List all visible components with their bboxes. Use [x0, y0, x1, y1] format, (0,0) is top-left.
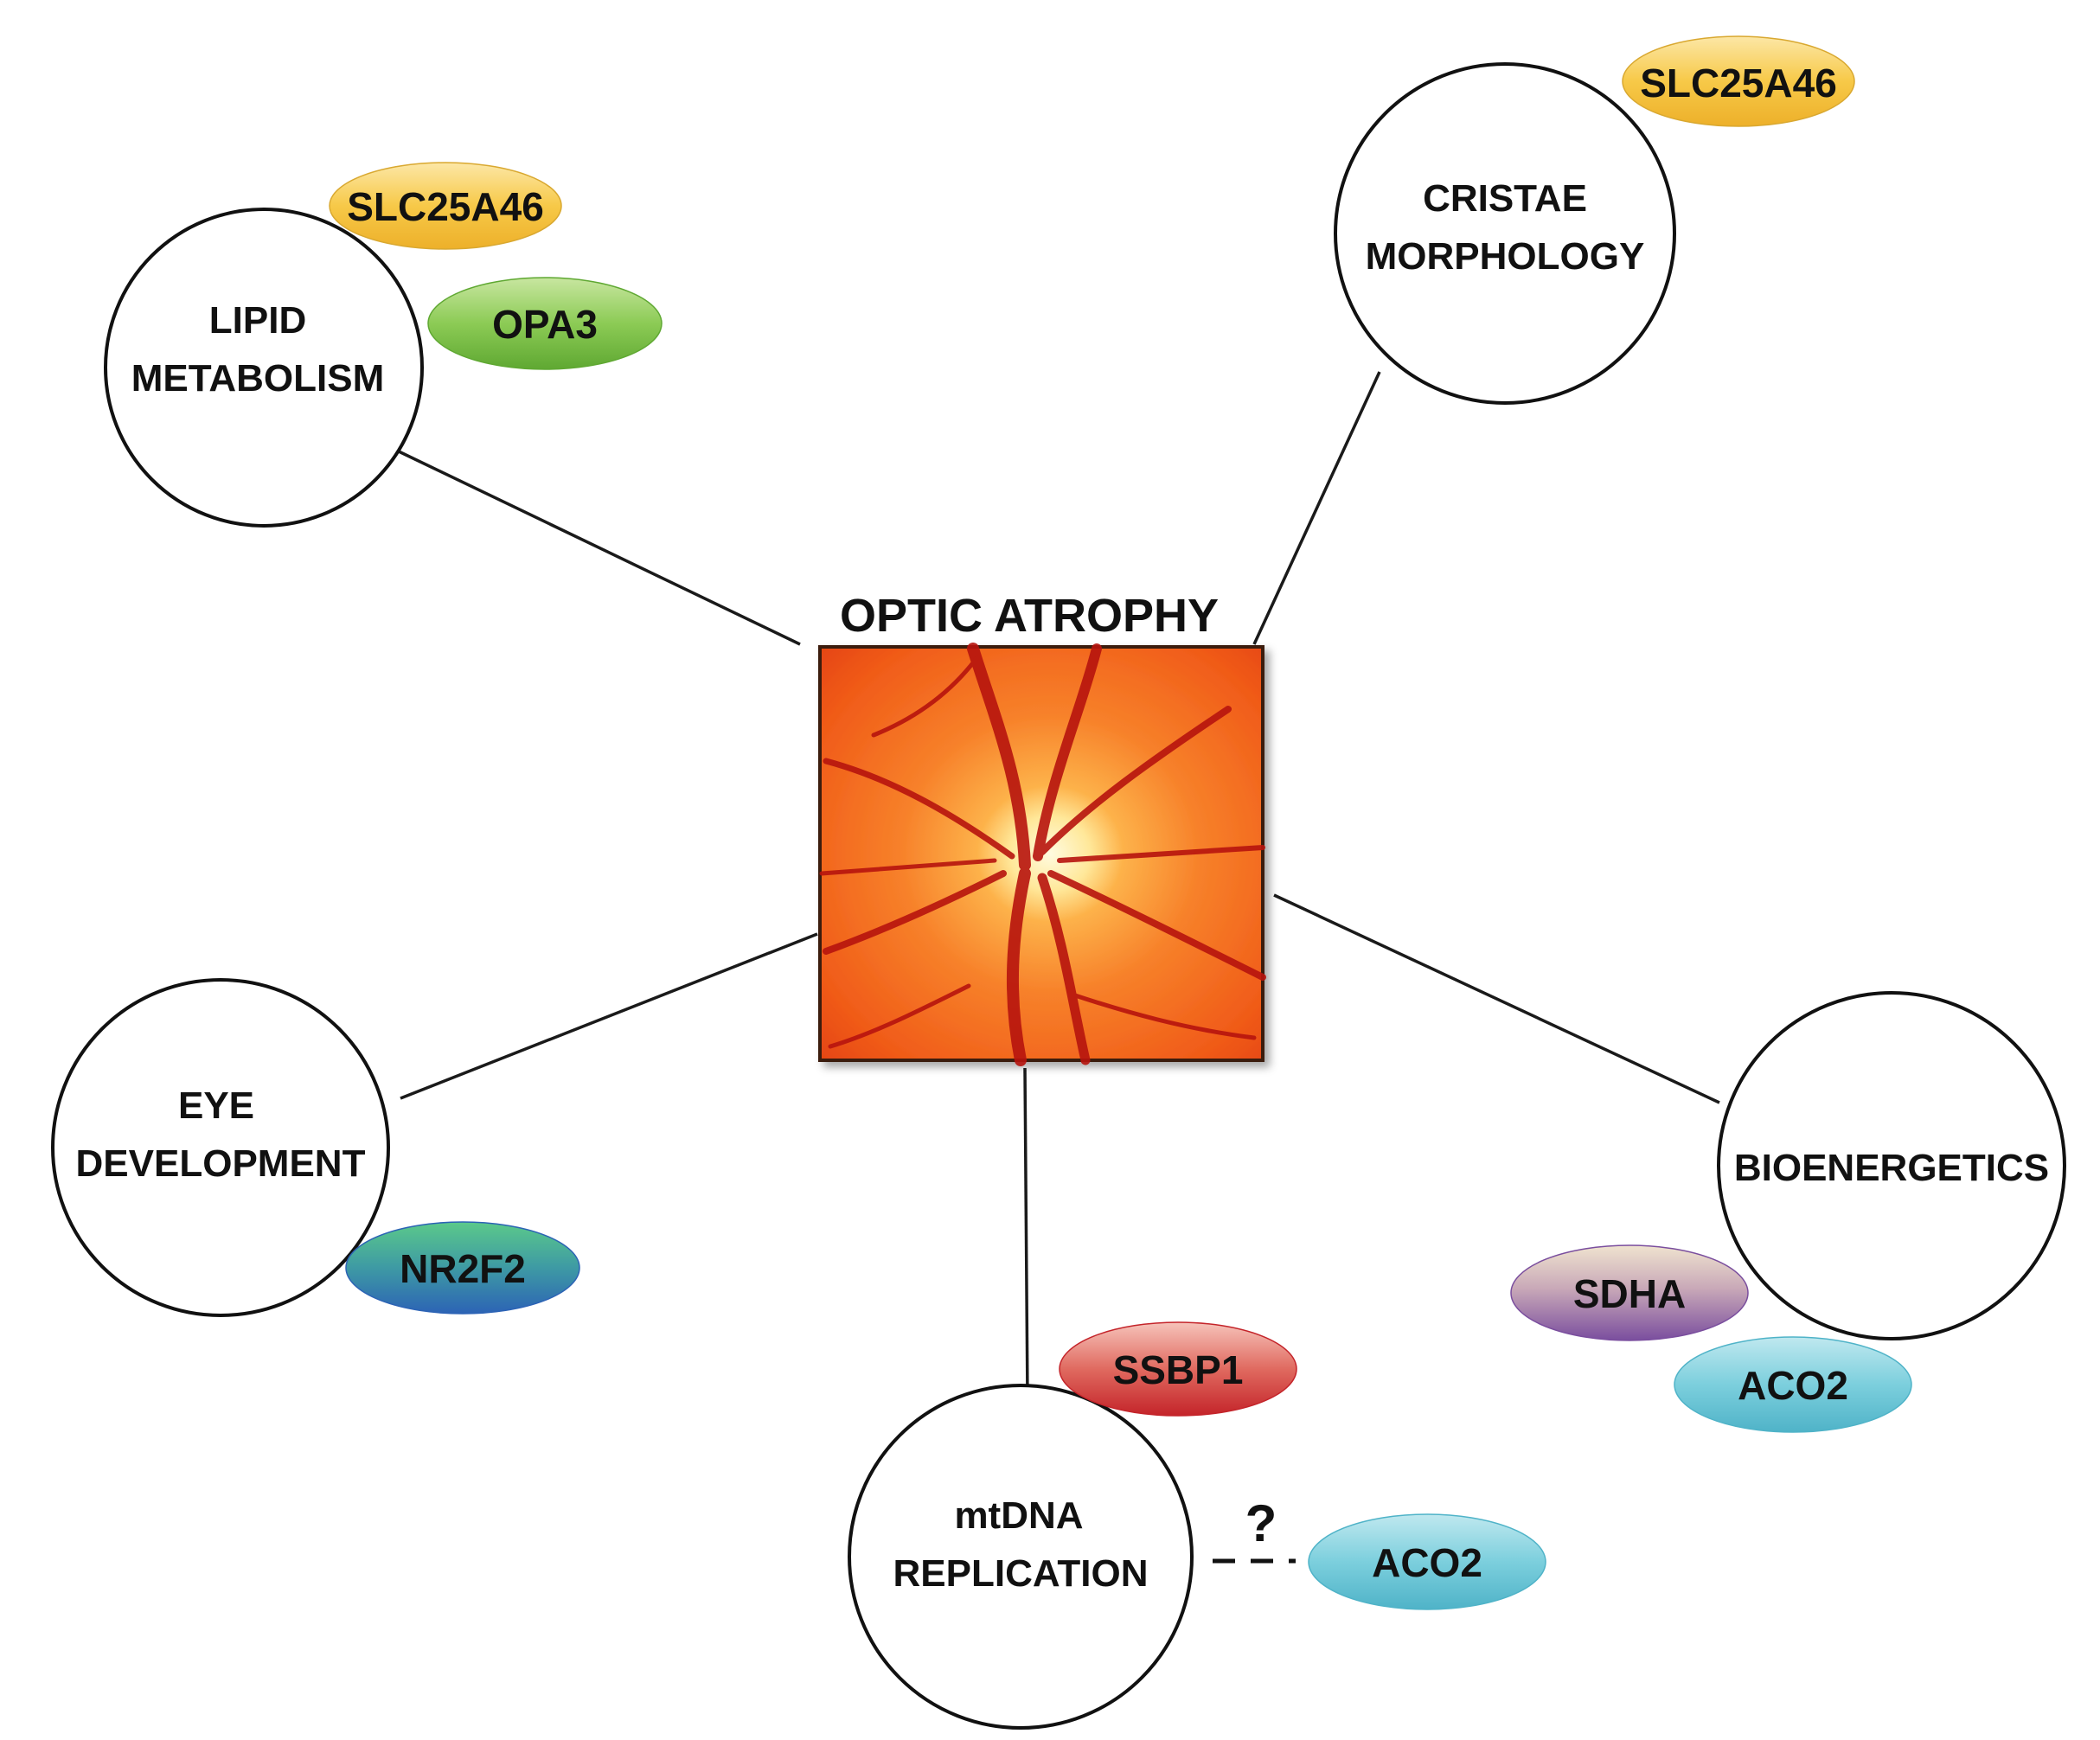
node-cristae-morphology: CRISTAE MORPHOLOGY: [1334, 62, 1676, 405]
eye-development-label-line1: EYE: [178, 1084, 254, 1127]
line-eye-development: [400, 932, 818, 1100]
retinal-vessels: [819, 643, 1266, 1066]
uncertain-link-question-mark: ?: [1245, 1494, 1277, 1552]
nr2f2-label: NR2F2: [400, 1246, 526, 1291]
node-eye-development: EYE DEVELOPMENT: [51, 978, 390, 1317]
connector-lines: [398, 371, 1720, 1402]
sdha-label: SDHA: [1573, 1271, 1686, 1316]
uncertain-link: ?: [1213, 1494, 1296, 1564]
mtdna-replication-label-line1: mtDNA: [954, 1494, 1083, 1537]
optic-disc-image: [818, 643, 1266, 1066]
gene-pill-ssbp1: SSBP1: [1059, 1321, 1297, 1417]
node-lipid-metabolism: LIPID METABOLISM: [104, 208, 424, 528]
lipid-metabolism-label-line2: METABOLISM: [131, 357, 385, 400]
gene-pill-slc25a46-lipid: SLC25A46: [329, 162, 562, 250]
diagram-title: OPTIC ATROPHY: [840, 590, 1219, 642]
node-mtdna-replication: mtDNA REPLICATION: [848, 1384, 1194, 1730]
opa3-label: OPA3: [492, 302, 598, 347]
ssbp1-label: SSBP1: [1113, 1347, 1244, 1392]
line-bioenergetics: [1273, 893, 1720, 1104]
eye-development-label-line2: DEVELOPMENT: [76, 1142, 366, 1185]
line-lipid-metabolism: [398, 450, 801, 646]
slc25a46-lipid-label: SLC25A46: [347, 184, 544, 229]
node-bioenergetics: BIOENERGETICS: [1717, 991, 2066, 1340]
gene-pill-aco2-mtdna: ACO2: [1308, 1513, 1546, 1610]
line-mtdna-replication: [1023, 1067, 1029, 1402]
line-cristae-morphology: [1252, 371, 1381, 645]
bioenergetics-label: BIOENERGETICS: [1734, 1147, 2049, 1189]
gene-pill-nr2f2: NR2F2: [345, 1221, 580, 1315]
mtdna-replication-label-line2: REPLICATION: [893, 1552, 1149, 1595]
gene-pill-slc25a46-cristae: SLC25A46: [1622, 35, 1855, 127]
aco2-bioenergetics-label: ACO2: [1738, 1363, 1848, 1408]
cristae-morphology-label-line2: MORPHOLOGY: [1366, 235, 1645, 278]
aco2-mtdna-label: ACO2: [1372, 1540, 1482, 1585]
gene-pill-sdha: SDHA: [1510, 1244, 1749, 1341]
slc25a46-cristae-label: SLC25A46: [1640, 61, 1837, 106]
cristae-morphology-label-line1: CRISTAE: [1423, 177, 1587, 220]
lipid-metabolism-label-line1: LIPID: [209, 299, 306, 342]
gene-pill-opa3: OPA3: [427, 277, 663, 370]
gene-pill-aco2-bioenergetics: ACO2: [1674, 1336, 1912, 1433]
